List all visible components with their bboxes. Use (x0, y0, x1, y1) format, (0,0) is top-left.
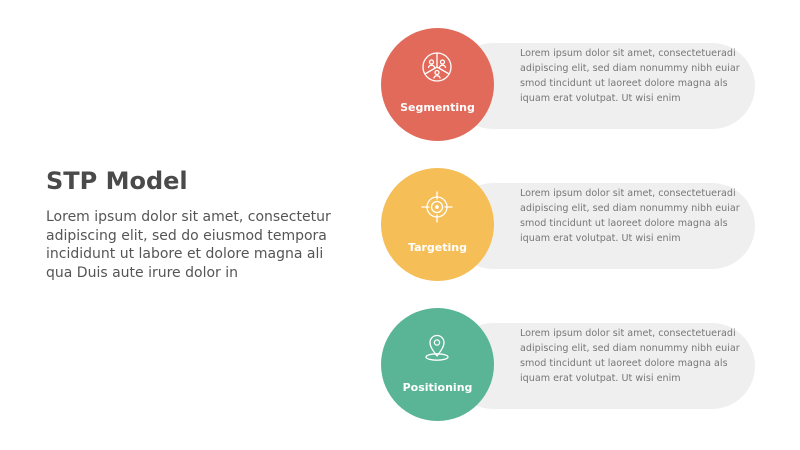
step-targeting: Targeting Lorem ipsum dolor sit amet, co… (380, 168, 755, 283)
location-pin-icon (425, 334, 449, 361)
step-description: Lorem ipsum dolor sit amet, consectetuer… (520, 48, 740, 104)
target-icon (421, 191, 453, 223)
page-title: STP Model (46, 167, 188, 195)
step-label: Targeting (407, 241, 467, 254)
step-description: Lorem ipsum dolor sit amet, consectetuer… (520, 328, 740, 384)
step-segmenting: Segmenting Lorem ipsum dolor sit amet, c… (380, 28, 755, 143)
step-circle: Positioning (381, 308, 494, 421)
step-circle: Segmenting (381, 28, 494, 141)
intro-block: STP Model Lorem ipsum dolor sit amet, co… (46, 164, 346, 282)
step-bar (450, 43, 755, 129)
step-circle: Targeting (381, 168, 494, 281)
step-bar (450, 183, 755, 269)
segmenting-icon (422, 52, 452, 82)
step-bar (450, 323, 755, 409)
intro-description: Lorem ipsum dolor sit amet, consectetur … (46, 209, 331, 281)
step-positioning: Positioning Lorem ipsum dolor sit amet, … (380, 308, 755, 423)
step-label: Positioning (402, 381, 473, 394)
step-label: Segmenting (400, 101, 475, 114)
step-description: Lorem ipsum dolor sit amet, consectetuer… (520, 188, 740, 244)
